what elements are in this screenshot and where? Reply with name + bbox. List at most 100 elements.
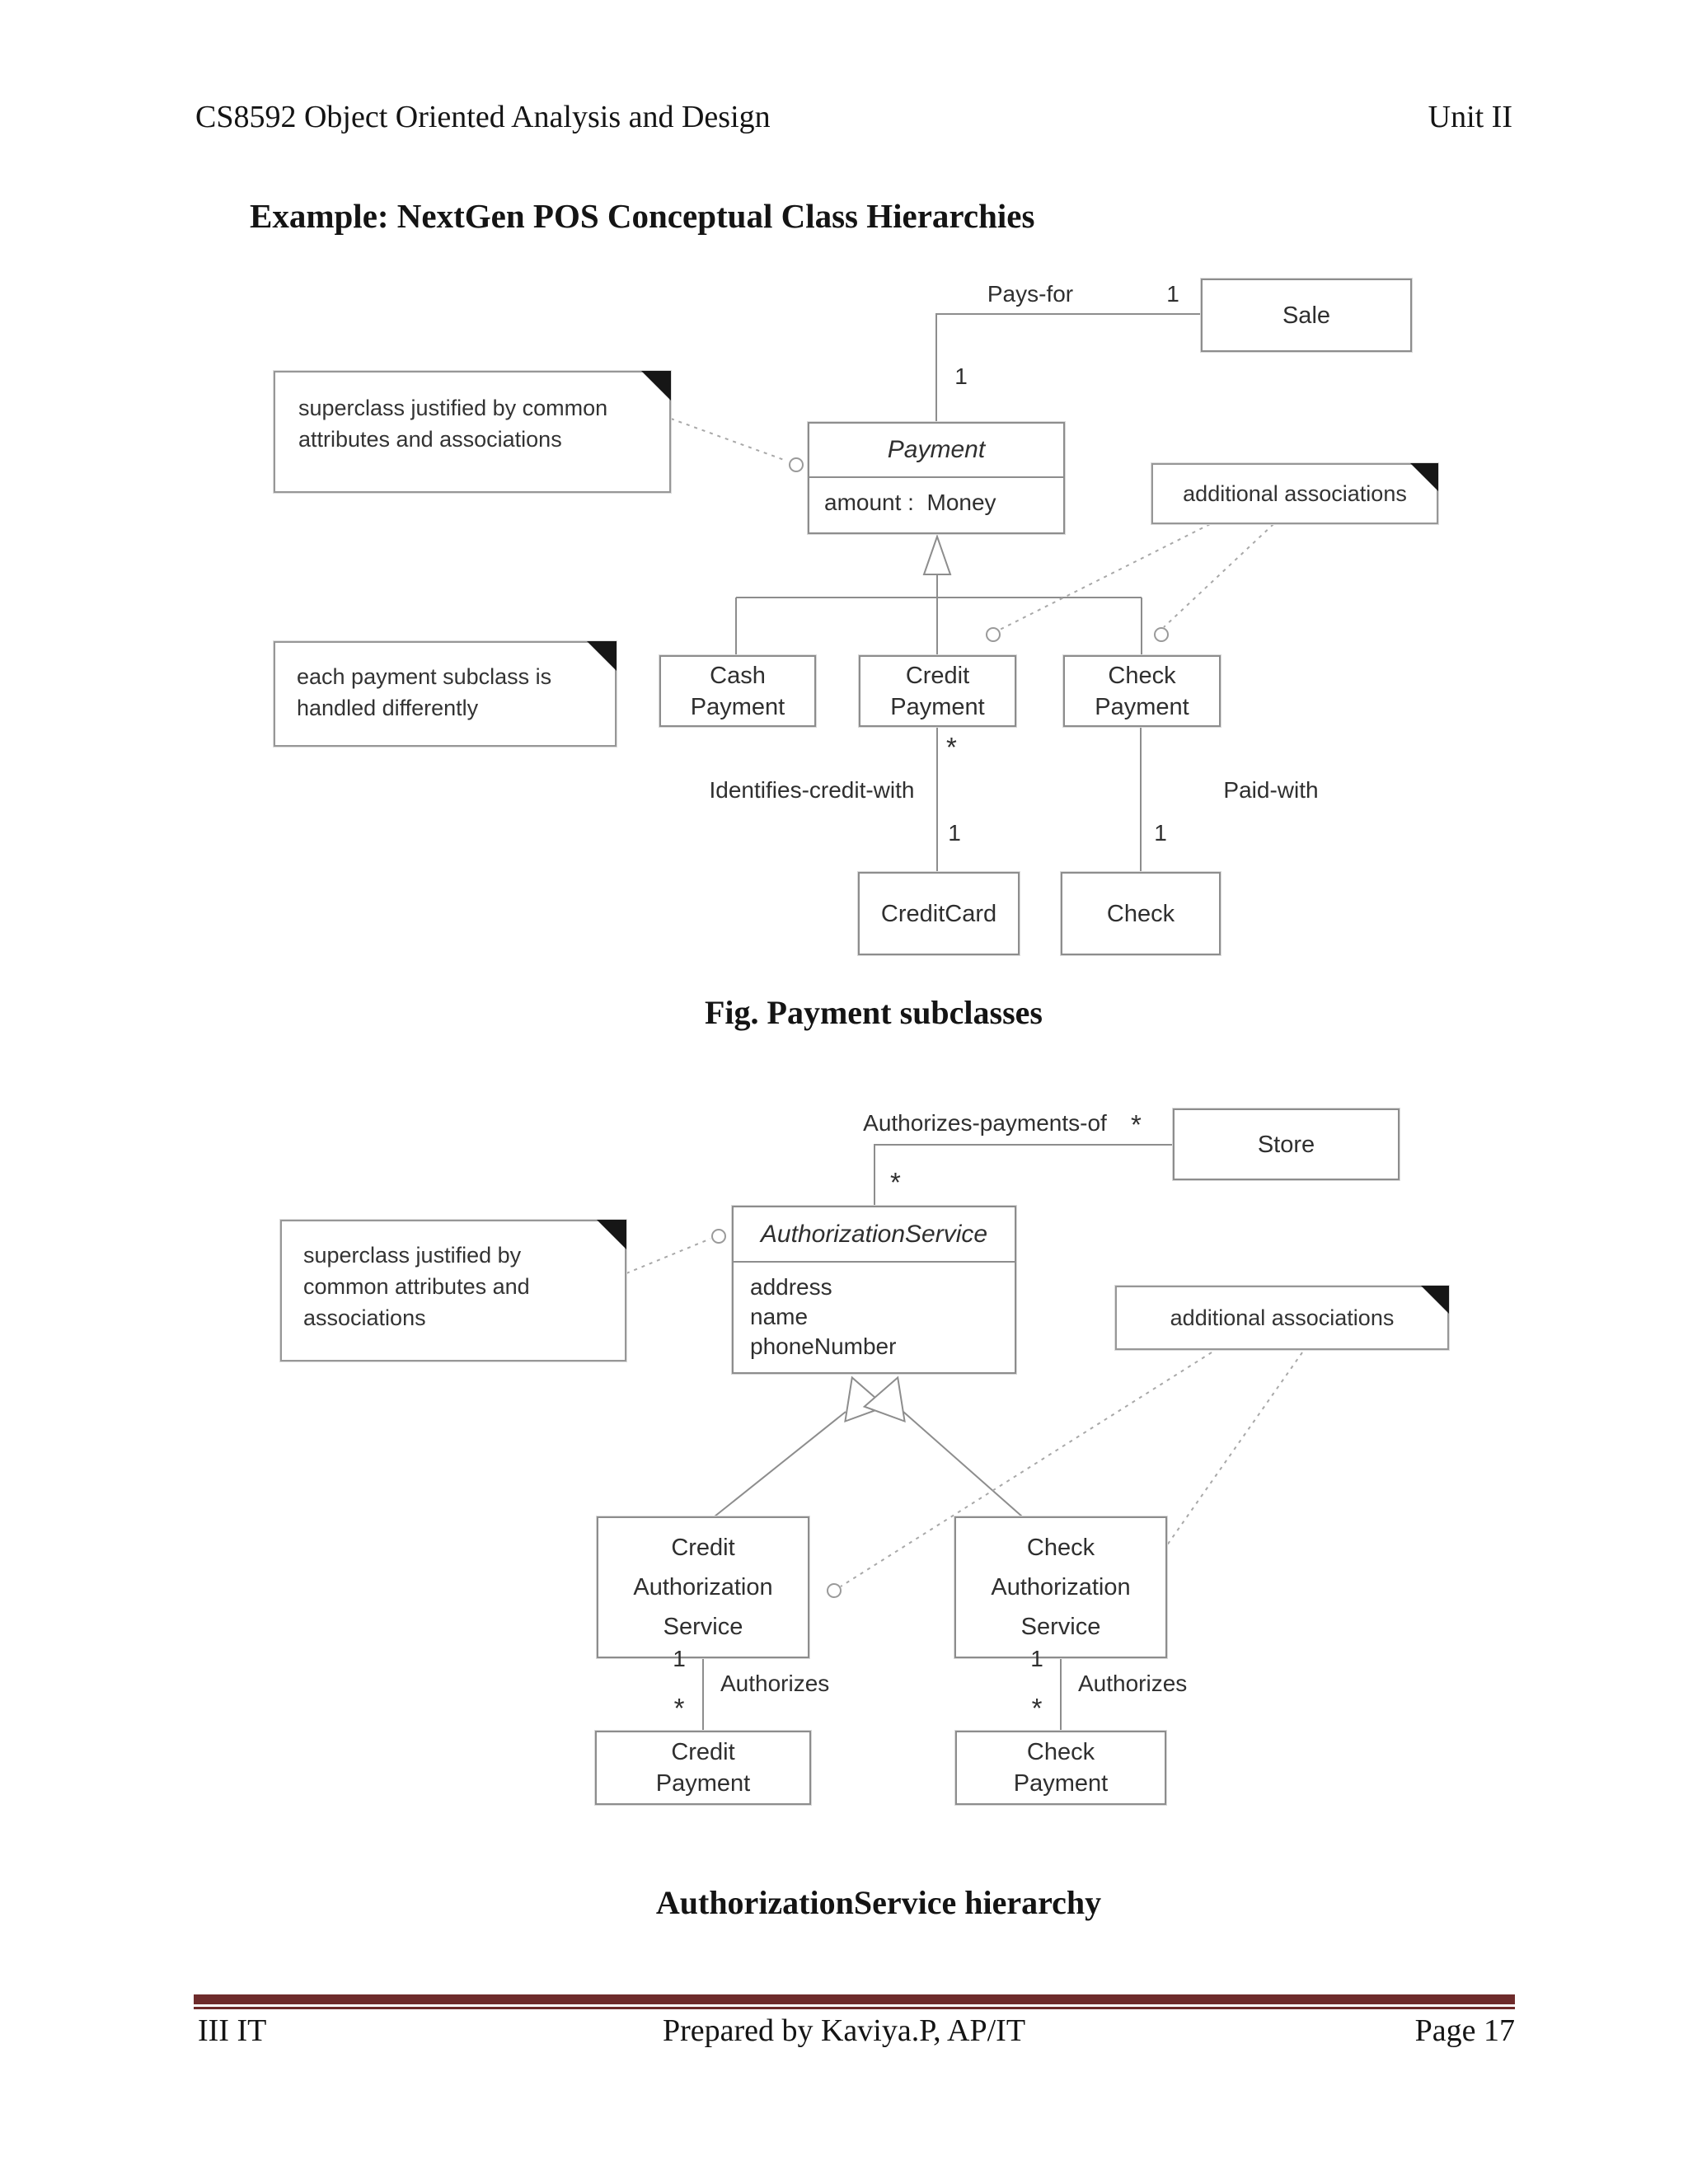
class-name: Store <box>1257 1131 1315 1158</box>
generalization-arrow-right-icon <box>865 1371 918 1422</box>
class-box-check: Check <box>1061 872 1221 955</box>
note-anchor-dashed-2 <box>1000 524 1210 630</box>
footer-right: Page 17 <box>1414 2013 1515 2048</box>
multiplicity-star-auth: * <box>890 1167 901 1197</box>
class-attribute: amount : Money <box>824 490 996 515</box>
class-box-check-payment-2: Check Payment <box>955 1731 1166 1805</box>
note-anchor-dashed-1 <box>671 419 786 461</box>
note-text-line: superclass justified by common <box>298 396 608 420</box>
multiplicity-star-left: * <box>673 1693 685 1723</box>
multiplicity-star-credit: * <box>946 732 957 762</box>
class-name: AuthorizationService <box>734 1207 1015 1263</box>
class-box-cash-payment: Cash Payment <box>659 655 816 727</box>
assoc-label-authorizes-left: Authorizes <box>720 1671 830 1696</box>
class-name-line: Credit <box>671 1535 735 1561</box>
class-name-line: Authorization <box>633 1574 773 1601</box>
uml-note-superclass-1: superclass justified by common attribute… <box>274 371 671 493</box>
generalization-arrow-icon <box>924 537 950 574</box>
assoc-label-authorizes-right: Authorizes <box>1078 1671 1188 1696</box>
class-name: Payment <box>809 424 1063 478</box>
uml-note-additional-2: additional associations <box>1115 1286 1449 1350</box>
anchor-circle-icon <box>712 1230 725 1243</box>
note-text-line: attributes and associations <box>298 427 562 452</box>
class-box-authorization-service: AuthorizationService address name phoneN… <box>732 1206 1016 1374</box>
class-name: CreditCard <box>880 900 997 927</box>
pays-for-association-line <box>936 314 1201 422</box>
note-text-line: each payment subclass is <box>297 664 552 689</box>
class-name-line: Service <box>1020 1614 1101 1640</box>
multiplicity-one-left: 1 <box>673 1646 686 1671</box>
note-anchor-dashed-4 <box>626 1239 710 1273</box>
footer-left: III IT <box>198 2013 267 2048</box>
class-box-check-authorization-service: Check Authorization Service <box>954 1516 1167 1658</box>
note-text-line: common attributes and <box>303 1274 530 1299</box>
class-name-line: Service <box>663 1614 743 1640</box>
class-name-line: Payment <box>1013 1770 1109 1797</box>
class-box-store: Store <box>1173 1108 1400 1180</box>
class-box-credit-payment-2: Credit Payment <box>595 1731 811 1805</box>
note-fold-icon <box>587 641 617 671</box>
note-text-line: associations <box>303 1305 426 1330</box>
anchor-circle-icon <box>987 628 1000 641</box>
anchor-circle-icon <box>790 458 803 471</box>
class-box-payment: Payment amount : Money <box>808 422 1065 534</box>
note-fold-icon <box>641 371 671 401</box>
uml-note-superclass-2: superclass justified by common attribute… <box>280 1220 626 1361</box>
section-heading: Example: NextGen POS Conceptual Class Hi… <box>250 197 1035 235</box>
class-attribute: address <box>750 1274 832 1300</box>
note-anchor-dashed-6 <box>1153 1352 1302 1565</box>
note-text-line: additional associations <box>1183 481 1407 506</box>
class-name-line: Payment <box>890 693 985 720</box>
note-text-line: additional associations <box>1170 1305 1395 1330</box>
figure-caption-2: AuthorizationService hierarchy <box>655 1884 1102 1921</box>
class-name-line: Authorization <box>991 1574 1131 1601</box>
figure-caption-1: Fig. Payment subclasses <box>705 994 1043 1031</box>
note-anchor-dashed-3 <box>1164 524 1273 627</box>
multiplicity-star-store: * <box>1131 1109 1142 1140</box>
class-name-line: Check <box>1108 662 1176 689</box>
multiplicity-check: 1 <box>1154 820 1167 846</box>
assoc-label-authorizes-payments-of: Authorizes-payments-of <box>863 1110 1107 1136</box>
class-attribute: phoneNumber <box>750 1333 897 1359</box>
note-fold-icon <box>1421 1286 1449 1314</box>
multiplicity-payment: 1 <box>954 363 968 389</box>
class-name-line: Payment <box>690 693 785 720</box>
class-box-check-payment: Check Payment <box>1063 655 1221 727</box>
class-box-credit-authorization-service: Credit Authorization Service <box>597 1516 809 1658</box>
class-box-credit-payment: Credit Payment <box>859 655 1016 727</box>
credit-auth-generalization-line <box>715 1412 846 1516</box>
multiplicity-one-right: 1 <box>1030 1646 1043 1671</box>
anchor-circle-icon <box>828 1584 841 1597</box>
class-name-line: Payment <box>1095 693 1189 720</box>
multiplicity-creditcard: 1 <box>948 820 961 846</box>
assoc-label-paid-with: Paid-with <box>1223 777 1319 803</box>
header-unit: Unit II <box>1428 100 1512 134</box>
note-fold-icon <box>597 1220 626 1249</box>
class-attribute: name <box>750 1304 809 1329</box>
note-text-line: superclass justified by <box>303 1243 522 1268</box>
header-course-title: CS8592 Object Oriented Analysis and Desi… <box>195 100 771 134</box>
assoc-label-identifies-credit-with: Identifies-credit-with <box>709 777 915 803</box>
uml-note-each-payment: each payment subclass is handled differe… <box>274 641 617 747</box>
class-name-line: Payment <box>655 1770 751 1797</box>
anchor-circle-icon <box>1155 628 1168 641</box>
class-box-sale: Sale <box>1201 279 1412 352</box>
class-box-creditcard: CreditCard <box>858 872 1020 955</box>
footer-rule-thin <box>194 2007 1515 2009</box>
footer-rule-thick <box>194 1994 1515 2004</box>
class-name-line: Check <box>1026 1739 1095 1765</box>
note-fold-icon <box>1410 463 1438 491</box>
class-name-line: Credit <box>905 662 970 689</box>
check-auth-generalization-line <box>903 1412 1022 1516</box>
class-name-line: Cash <box>710 662 766 689</box>
assoc-label-pays-for: Pays-for <box>987 281 1074 307</box>
class-name: Sale <box>1282 302 1331 329</box>
generalization-arrow-left-icon <box>832 1371 885 1422</box>
class-name: Check <box>1106 900 1175 927</box>
class-name-line: Check <box>1026 1535 1095 1561</box>
multiplicity-star-right: * <box>1031 1693 1043 1723</box>
footer-center: Prepared by Kaviya.P, AP/IT <box>662 2013 1026 2048</box>
multiplicity-sale: 1 <box>1166 281 1179 307</box>
